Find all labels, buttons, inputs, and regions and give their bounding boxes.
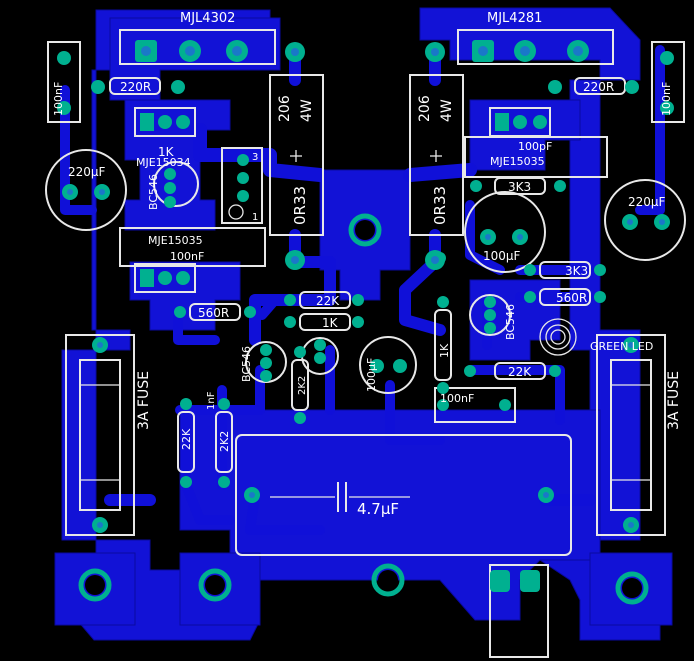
label-q-left-power: MJL4302 bbox=[180, 11, 235, 26]
copper-left-driver bbox=[124, 99, 231, 231]
label-c-100n-top-left: 100nF bbox=[52, 82, 65, 116]
label-r-560-right: 560R bbox=[556, 291, 587, 305]
label-trim-pin-3: 3 bbox=[252, 152, 258, 163]
label-trim-pin-1: 1 bbox=[252, 212, 258, 223]
label-q-bc546-right: BC546 bbox=[504, 304, 517, 340]
label-r-560-left: 560R bbox=[198, 306, 229, 320]
label-c-100u-right: 100µF bbox=[483, 249, 521, 263]
label-c-100n-bottom: 100nF bbox=[440, 392, 474, 405]
c-100u-center-outline bbox=[359, 336, 417, 394]
output-connector-outline bbox=[489, 564, 549, 658]
q-driver-left-outline bbox=[134, 107, 196, 137]
c-220u-right-outline bbox=[604, 179, 686, 261]
label-c-100p-right: 100pF bbox=[518, 140, 552, 153]
label-r-220-left: 220R bbox=[120, 80, 151, 94]
fuse-left-outline bbox=[65, 334, 135, 536]
label-layer: MJL4302 MJL4281 220R 220R 206 4W 0R33 20… bbox=[52, 11, 682, 518]
label-r-22k-vertical: 22K bbox=[180, 428, 193, 450]
copper-layer bbox=[54, 7, 673, 641]
label-fuse-right: 3A FUSE bbox=[666, 371, 682, 430]
label-q-driver-mid-left: MJE15035 bbox=[148, 234, 203, 247]
label-r-220-right: 220R bbox=[583, 80, 614, 94]
label-r-emitter-left-value: 0R33 bbox=[291, 186, 309, 225]
label-c-4u7: 4.7µF bbox=[357, 500, 399, 518]
c-100n-top-right-outline bbox=[651, 41, 685, 123]
label-c-1n-vertical: 1nF bbox=[206, 391, 217, 410]
label-r-2k2: 2K2 bbox=[297, 376, 308, 395]
label-r-3k3-upper: 3K3 bbox=[508, 180, 531, 194]
label-q-bc546-lower: BC546 bbox=[240, 346, 253, 382]
r-emitter-right-outline bbox=[409, 74, 464, 236]
label-c-220u-right: 220µF bbox=[628, 195, 666, 209]
label-r-emitter-left-power: 4W bbox=[299, 99, 315, 122]
q-left-power-outline bbox=[119, 29, 276, 65]
label-q-driver-right: MJE15035 bbox=[490, 155, 545, 168]
c-4u7-outline bbox=[235, 434, 572, 556]
label-r-emitter-right-power: 4W bbox=[439, 99, 455, 122]
q-right-power-outline bbox=[457, 29, 614, 65]
label-r-1k-left: 1K bbox=[158, 145, 175, 159]
label-r-1k-mid: 1K bbox=[322, 316, 339, 330]
label-r-emitter-left-code: 206 bbox=[277, 95, 293, 122]
label-c-100n-top-right: 100nF bbox=[660, 82, 673, 116]
pad-layer bbox=[57, 40, 674, 605]
silkscreen-layer bbox=[45, 29, 686, 658]
c-220u-left-outline bbox=[45, 149, 127, 231]
label-q-right-power: MJL4281 bbox=[487, 11, 542, 26]
copper-left-lower bbox=[129, 261, 241, 331]
label-r-1k-vertical: 1K bbox=[438, 343, 451, 358]
trimmer-outline bbox=[221, 147, 263, 224]
label-led: GREEN LED bbox=[590, 340, 653, 353]
label-c-100n-mid-left: 100nF bbox=[170, 250, 204, 263]
c-100u-right-outline bbox=[464, 191, 546, 273]
label-r-22k-right: 22K bbox=[508, 365, 532, 379]
label-r-3k3-lower: 3K3 bbox=[565, 264, 588, 278]
label-r-emitter-right-code: 206 bbox=[417, 95, 433, 122]
label-fuse-left: 3A FUSE bbox=[136, 371, 152, 430]
label-c-220u-left: 220µF bbox=[68, 165, 106, 179]
label-r-22k-mid: 22K bbox=[316, 294, 340, 308]
label-r-2k2-vertical: 2K2 bbox=[218, 431, 231, 452]
label-q-bc546-left: BC546 bbox=[147, 174, 160, 210]
label-c-100u-center: 100µF bbox=[365, 358, 378, 392]
fuse-right-outline bbox=[596, 334, 666, 536]
r-emitter-left-outline bbox=[269, 74, 324, 236]
label-q-driver-left: MJE15034 bbox=[136, 156, 191, 169]
c-100n-top-left-outline bbox=[47, 41, 81, 123]
label-r-emitter-right-value: 0R33 bbox=[431, 186, 449, 225]
